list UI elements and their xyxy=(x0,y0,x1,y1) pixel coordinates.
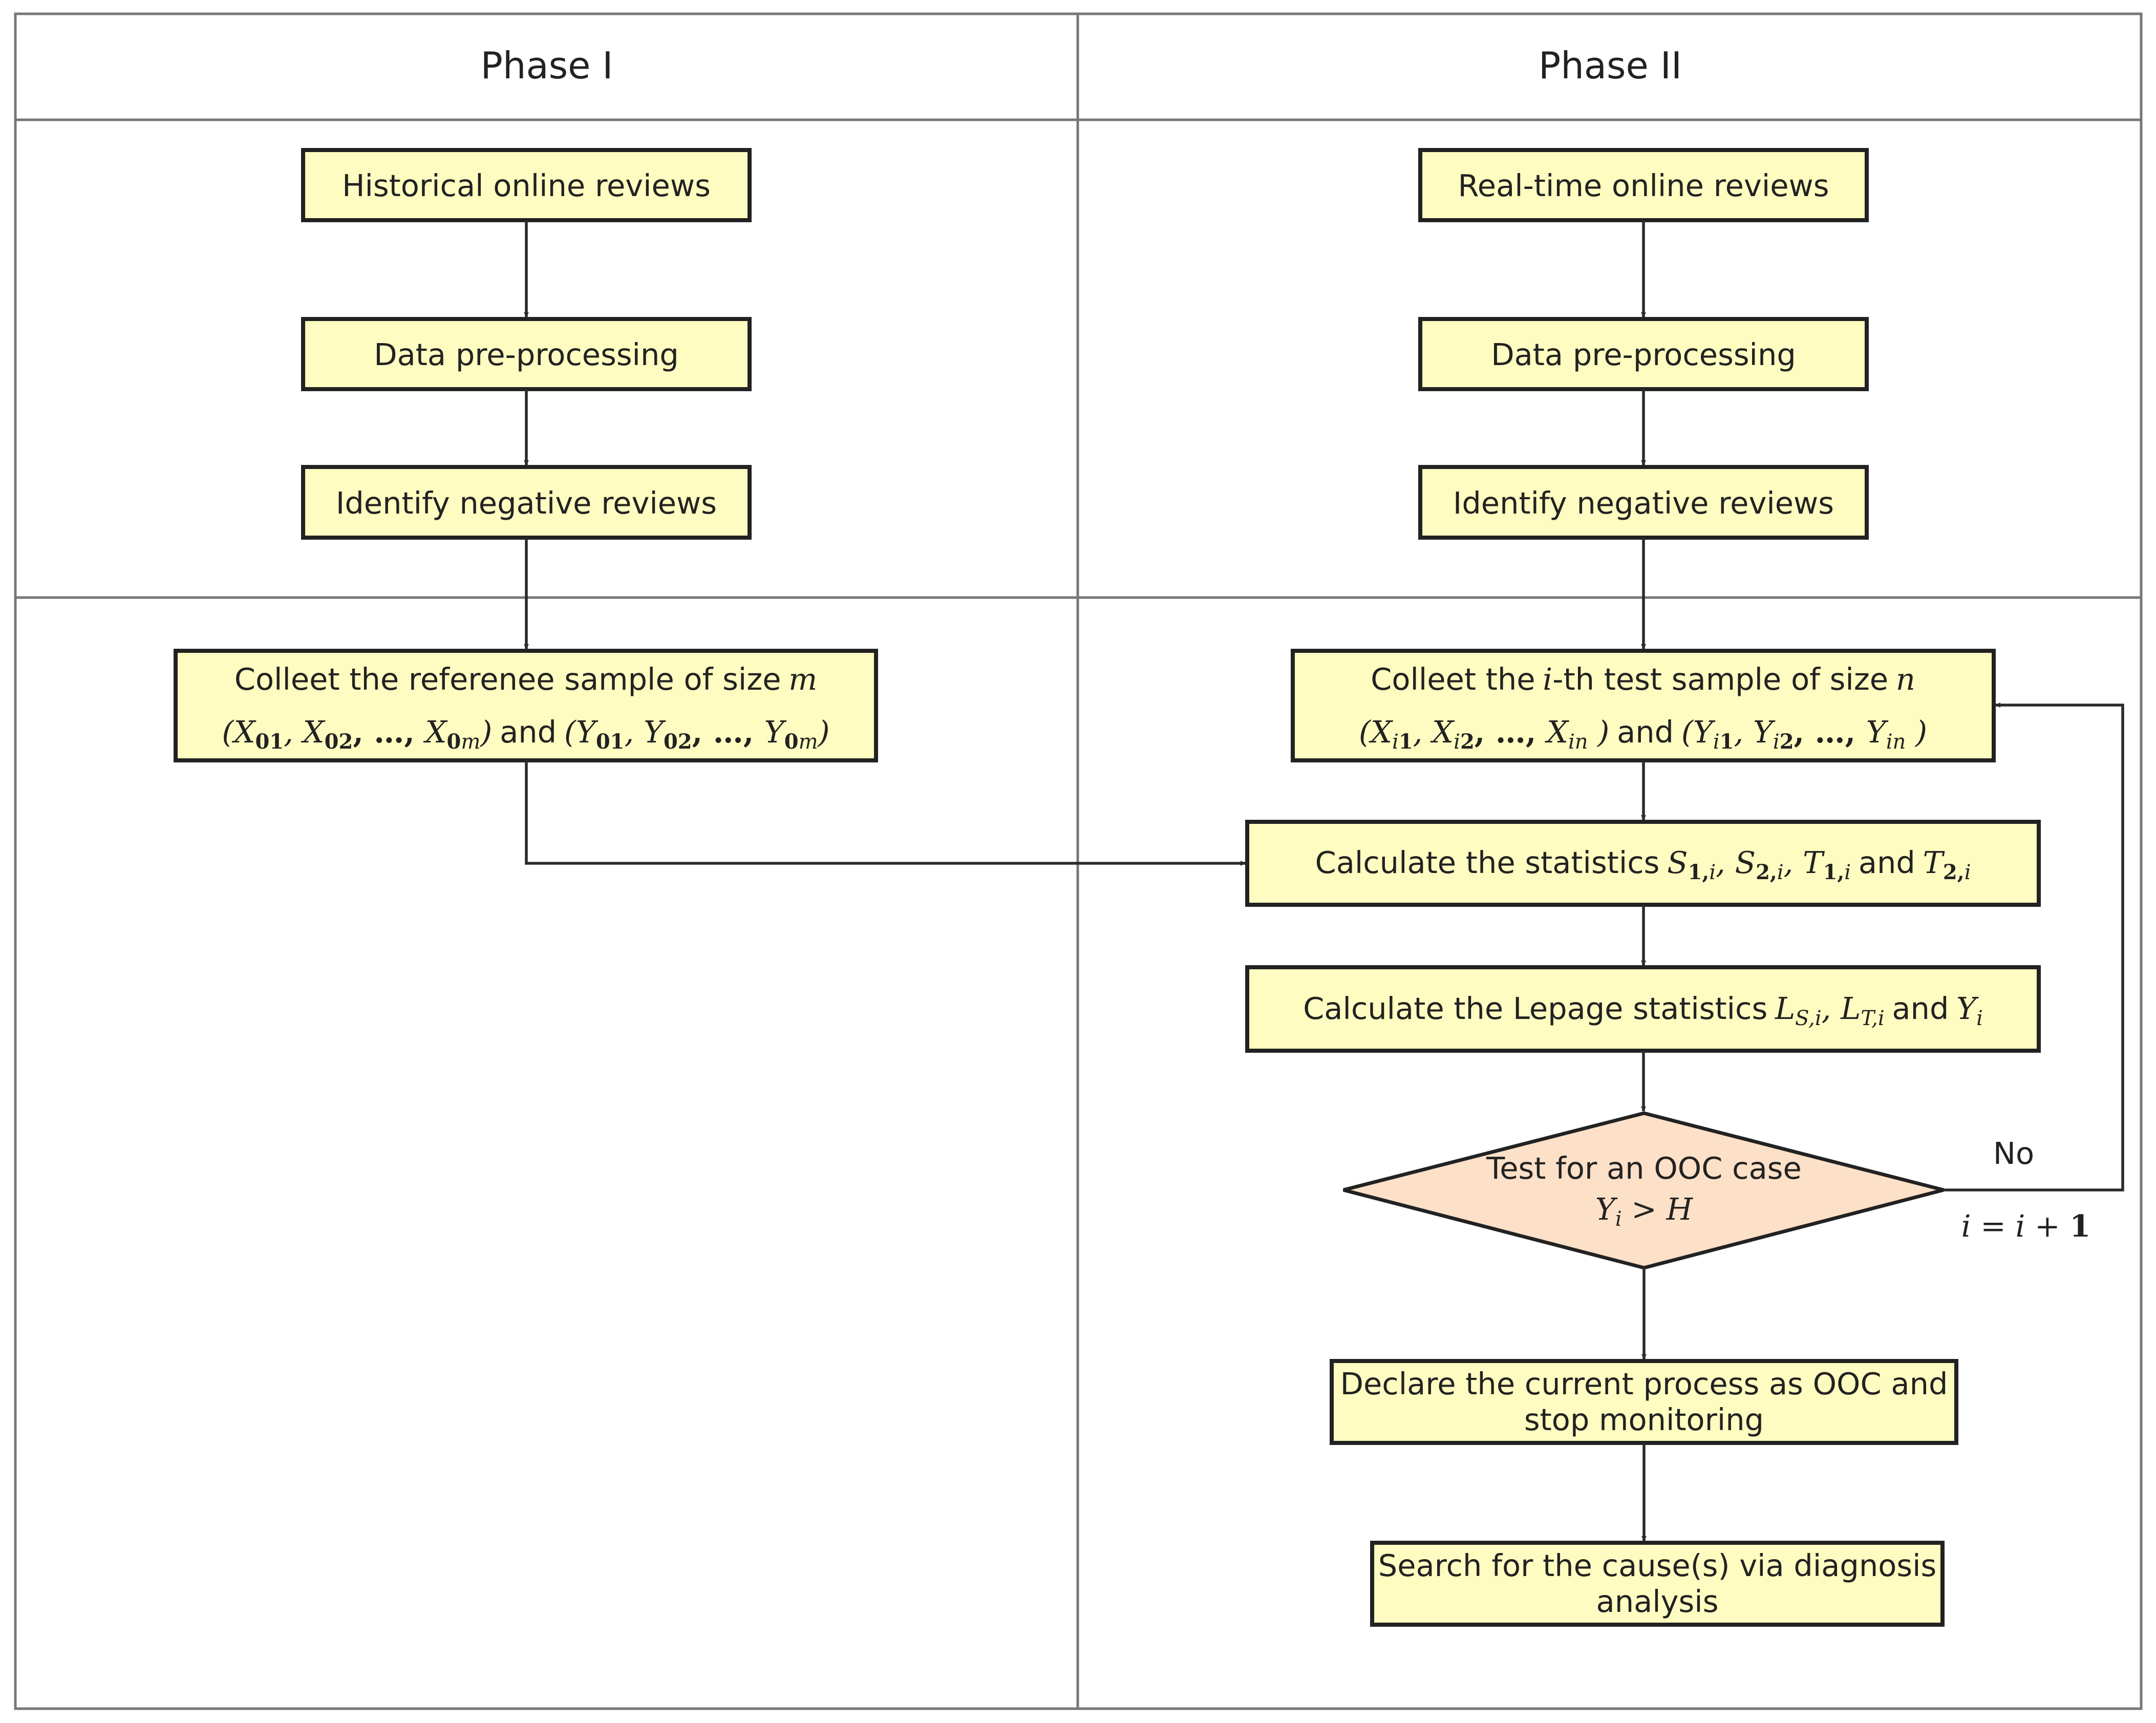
p1-identify-label: Identify negative reviews xyxy=(336,485,717,521)
p2-loop-back-arrow xyxy=(1944,703,2124,1192)
p1-historical-box: Historical online reviews xyxy=(301,148,752,222)
p2-preprocess-label: Data pre-processing xyxy=(1491,337,1796,372)
p1-preprocess-label: Data pre-processing xyxy=(374,337,679,372)
p2-search-box: Search for the cause(s) via diagnosis an… xyxy=(1370,1541,1945,1627)
p2-collect-line1: Colleet the i-th test sample of size n xyxy=(1371,662,1915,697)
p1-collect-line1: Colleet the referenee sample of size m xyxy=(234,662,817,697)
p2-collect-line2: (Xi1, Xi2, …, Xin ) and (Yi1, Yi2, …, Yi… xyxy=(1359,714,1927,754)
p2-search-line2: analysis xyxy=(1596,1584,1719,1619)
arrow-reference-to-stats xyxy=(525,760,1246,866)
swimlane-frame xyxy=(14,12,2143,1710)
p1-historical-label: Historical online reviews xyxy=(342,168,711,203)
loop-no-label: No xyxy=(1993,1136,2034,1171)
p2-ooc-test-diamond: Test for an OOC case Yi > H xyxy=(1343,1111,1944,1270)
p2-declare-box: Declare the current process as OOC and s… xyxy=(1330,1359,1958,1445)
p2-test-condition: Yi > H xyxy=(1595,1192,1694,1231)
p2-declare-line2: stop monitoring xyxy=(1524,1402,1764,1437)
phase-2-header: Phase II xyxy=(1539,44,1682,87)
p2-lepage-label: Calculate the Lepage statistics LS,i, LT… xyxy=(1303,991,1983,1030)
p2-calc-stats-box: Calculate the statistics S1,i, S2,i, T1,… xyxy=(1245,820,2041,907)
p2-calc-stats-label: Calculate the statistics S1,i, S2,i, T1,… xyxy=(1315,845,1971,884)
p1-preprocess-box: Data pre-processing xyxy=(301,317,752,391)
p2-test-label: Test for an OOC case xyxy=(1486,1151,1802,1186)
p2-preprocess-box: Data pre-processing xyxy=(1418,317,1869,391)
p1-collect-line2: (X01, X02, …, X0m) and (Y01, Y02, …, Y0m… xyxy=(222,714,829,754)
p2-lepage-box: Calculate the Lepage statistics LS,i, LT… xyxy=(1245,965,2041,1053)
p1-identify-box: Identify negative reviews xyxy=(301,465,752,540)
p2-declare-line1: Declare the current process as OOC and xyxy=(1340,1366,1948,1401)
p2-identify-label: Identify negative reviews xyxy=(1453,485,1834,521)
phase-1-header: Phase I xyxy=(480,44,613,87)
p2-identify-box: Identify negative reviews xyxy=(1418,465,1869,540)
p2-realtime-label: Real-time online reviews xyxy=(1458,168,1829,203)
loop-increment-label: i = i + 1 xyxy=(1961,1208,2091,1244)
p2-realtime-box: Real-time online reviews xyxy=(1418,148,1869,222)
p2-collect-box: Colleet the i-th test sample of size n (… xyxy=(1291,649,1996,762)
p2-search-line1: Search for the cause(s) via diagnosis xyxy=(1378,1548,1937,1583)
p1-collect-box: Colleet the referenee sample of size m (… xyxy=(174,649,878,762)
